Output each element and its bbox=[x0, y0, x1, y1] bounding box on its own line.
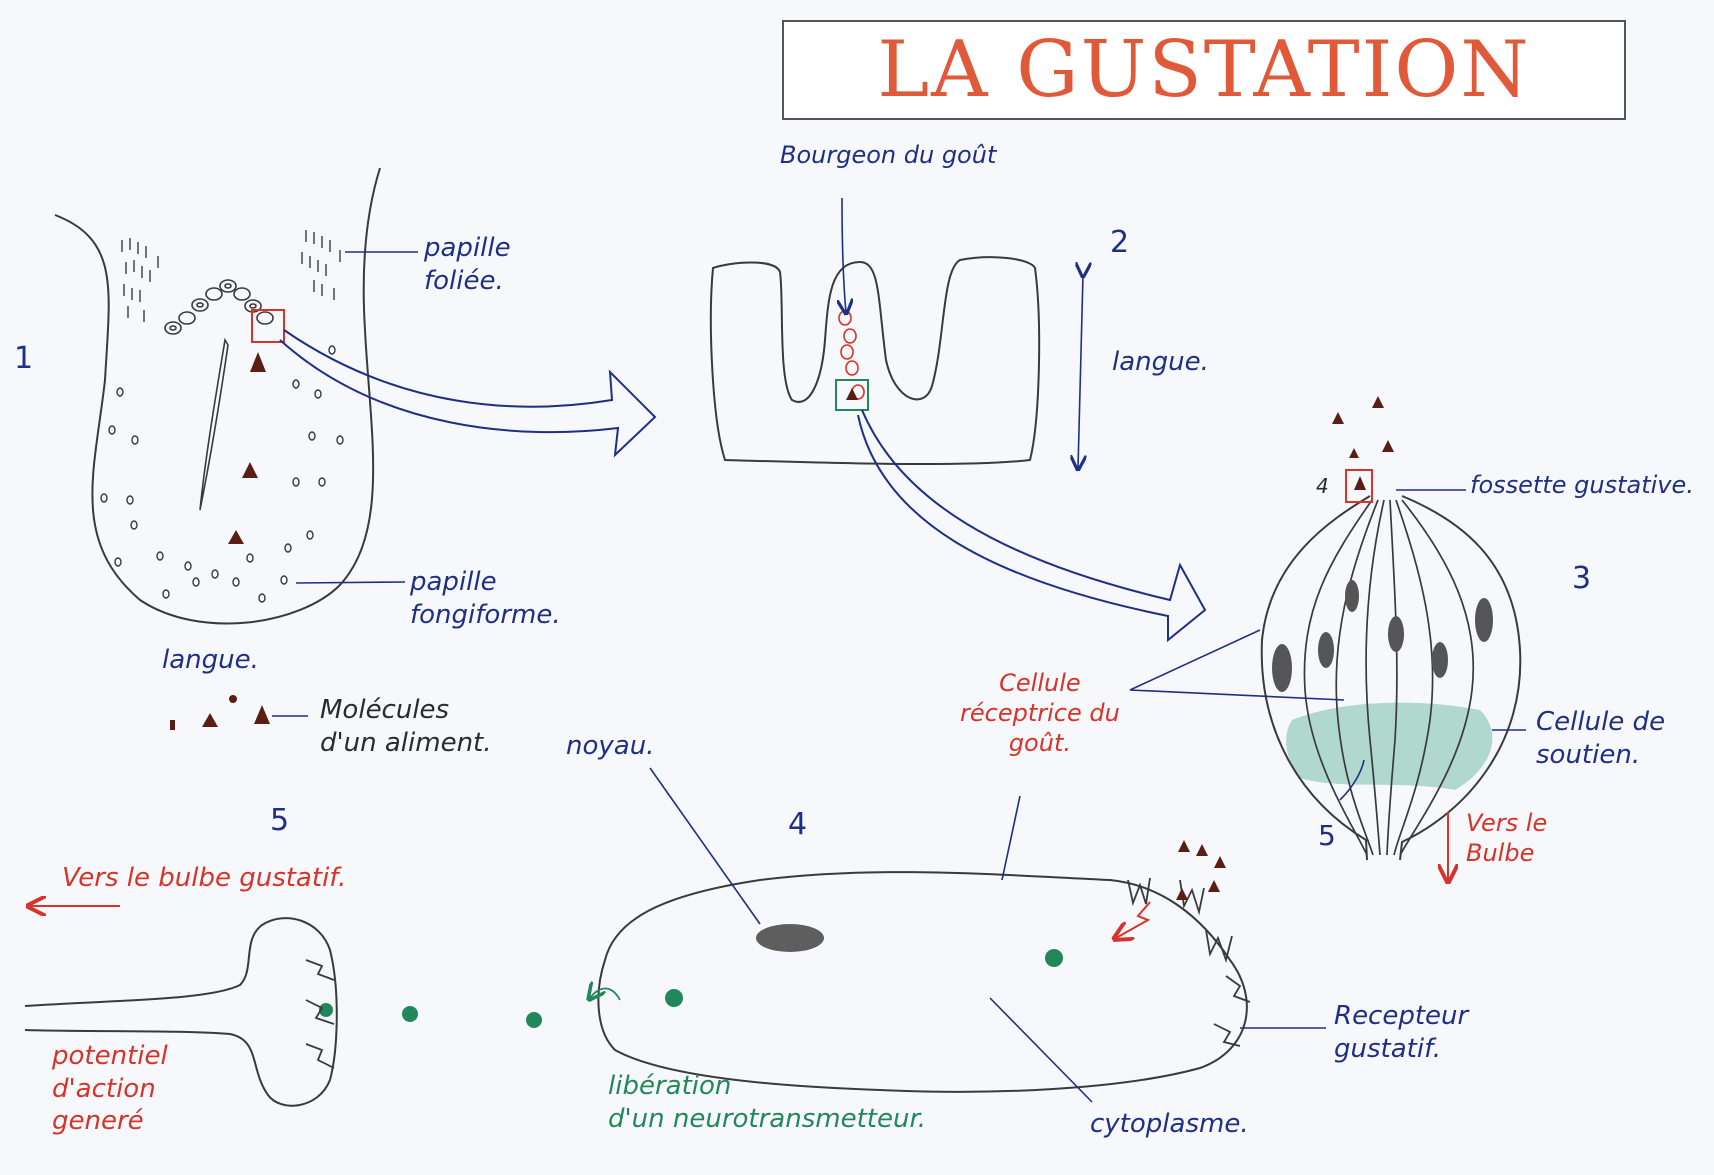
label-tongue-1: langue. bbox=[162, 645, 259, 675]
leader-receptor-cell-a bbox=[1129, 629, 1261, 691]
panel-4-receptor-cell bbox=[319, 767, 1326, 1103]
leader-cytoplasm bbox=[989, 997, 1093, 1103]
molecule-in-bud bbox=[846, 388, 858, 400]
leader-taste-bud bbox=[842, 197, 846, 312]
panel-number-1: 1 bbox=[14, 341, 34, 376]
zoom-box-1 bbox=[251, 309, 285, 343]
leader-marker-5 bbox=[1339, 759, 1365, 801]
fungiform-papillae bbox=[100, 345, 344, 603]
panel-2-papilla bbox=[709, 197, 1083, 468]
label-tongue-2: langue. bbox=[1112, 347, 1209, 377]
label-action-potential: potentiel d'action generé bbox=[52, 1041, 168, 1136]
panel-number-4: 4 bbox=[788, 807, 808, 842]
zoom-box-3 bbox=[1345, 469, 1373, 503]
title-box: LA GUSTATION bbox=[782, 20, 1626, 120]
food-molecules-on-tongue bbox=[228, 352, 266, 544]
terminal-receptors bbox=[305, 959, 335, 1069]
cell-nuclei bbox=[1272, 580, 1493, 692]
nucleus bbox=[756, 924, 824, 952]
panel-number-5: 5 bbox=[270, 803, 290, 838]
taste-bud-outline bbox=[1260, 495, 1522, 861]
release-arrow bbox=[590, 988, 621, 1000]
label-nucleus: noyau. bbox=[566, 731, 655, 761]
median-groove bbox=[199, 337, 229, 511]
label-to-gustatory-bulb: Vers le bulbe gustatif. bbox=[62, 863, 347, 893]
tongue-outline bbox=[54, 167, 381, 625]
label-receptor: Recepteur gustatif. bbox=[1334, 1001, 1469, 1064]
panel-number-2: 2 bbox=[1110, 225, 1130, 260]
label-cytoplasm: cytoplasme. bbox=[1090, 1109, 1249, 1139]
molecules-near-pore bbox=[1332, 396, 1394, 490]
tongue-height-arrow bbox=[1078, 275, 1083, 468]
label-molecules: Molécules d'un aliment. bbox=[320, 695, 492, 758]
leader-receptor-cell-b bbox=[1129, 689, 1345, 701]
papilla-outline bbox=[709, 256, 1041, 466]
label-neurotransmitter-release: libération d'un neurotransmetteur. bbox=[608, 1071, 927, 1134]
signal-zigzag bbox=[1116, 901, 1151, 938]
vesicles bbox=[319, 949, 1063, 1028]
leader-fungiform bbox=[295, 581, 406, 584]
label-foliate-papilla: papille foliée. bbox=[424, 233, 511, 296]
circumvallate-papillae bbox=[164, 279, 274, 335]
zoom-arrow-1-to-2 bbox=[279, 329, 657, 458]
molecules-at-receptors bbox=[1176, 840, 1226, 900]
marker-5: 5 bbox=[1318, 819, 1336, 852]
foliate-papillae-right bbox=[301, 230, 341, 300]
membrane-receptors bbox=[1127, 877, 1251, 1047]
leader-receptor-cell-4 bbox=[1001, 795, 1021, 881]
panel-3-taste-bud bbox=[1129, 396, 1526, 880]
page-title: LA GUSTATION bbox=[877, 25, 1531, 115]
panel-5-neuron-terminal bbox=[24, 906, 338, 1107]
panel-number-3: 3 bbox=[1572, 561, 1592, 596]
receptor-cell-outline bbox=[597, 871, 1248, 1093]
label-taste-pore: fossette gustative. bbox=[1470, 471, 1694, 499]
zoom-box-2 bbox=[835, 379, 869, 411]
taste-buds bbox=[838, 310, 865, 400]
axon-terminal-outline bbox=[24, 917, 338, 1107]
foliate-papillae-left bbox=[121, 238, 159, 322]
marker-4: 4 bbox=[1316, 474, 1329, 498]
label-receptor-cell: Cellule réceptrice du goût. bbox=[960, 669, 1120, 757]
zoom-arrow-2-to-3 bbox=[857, 409, 1207, 643]
label-fungiform-papilla: papille fongiforme. bbox=[410, 567, 561, 630]
panel-1-tongue bbox=[54, 167, 418, 730]
receptor-cells bbox=[1303, 499, 1475, 856]
label-support-cell: Cellule de soutien. bbox=[1536, 707, 1666, 770]
label-to-bulb: Vers le Bulbe bbox=[1466, 809, 1548, 867]
label-taste-bud: Bourgeon du goût bbox=[780, 141, 997, 169]
leader-nucleus bbox=[649, 767, 761, 925]
molecules-legend bbox=[170, 695, 270, 730]
